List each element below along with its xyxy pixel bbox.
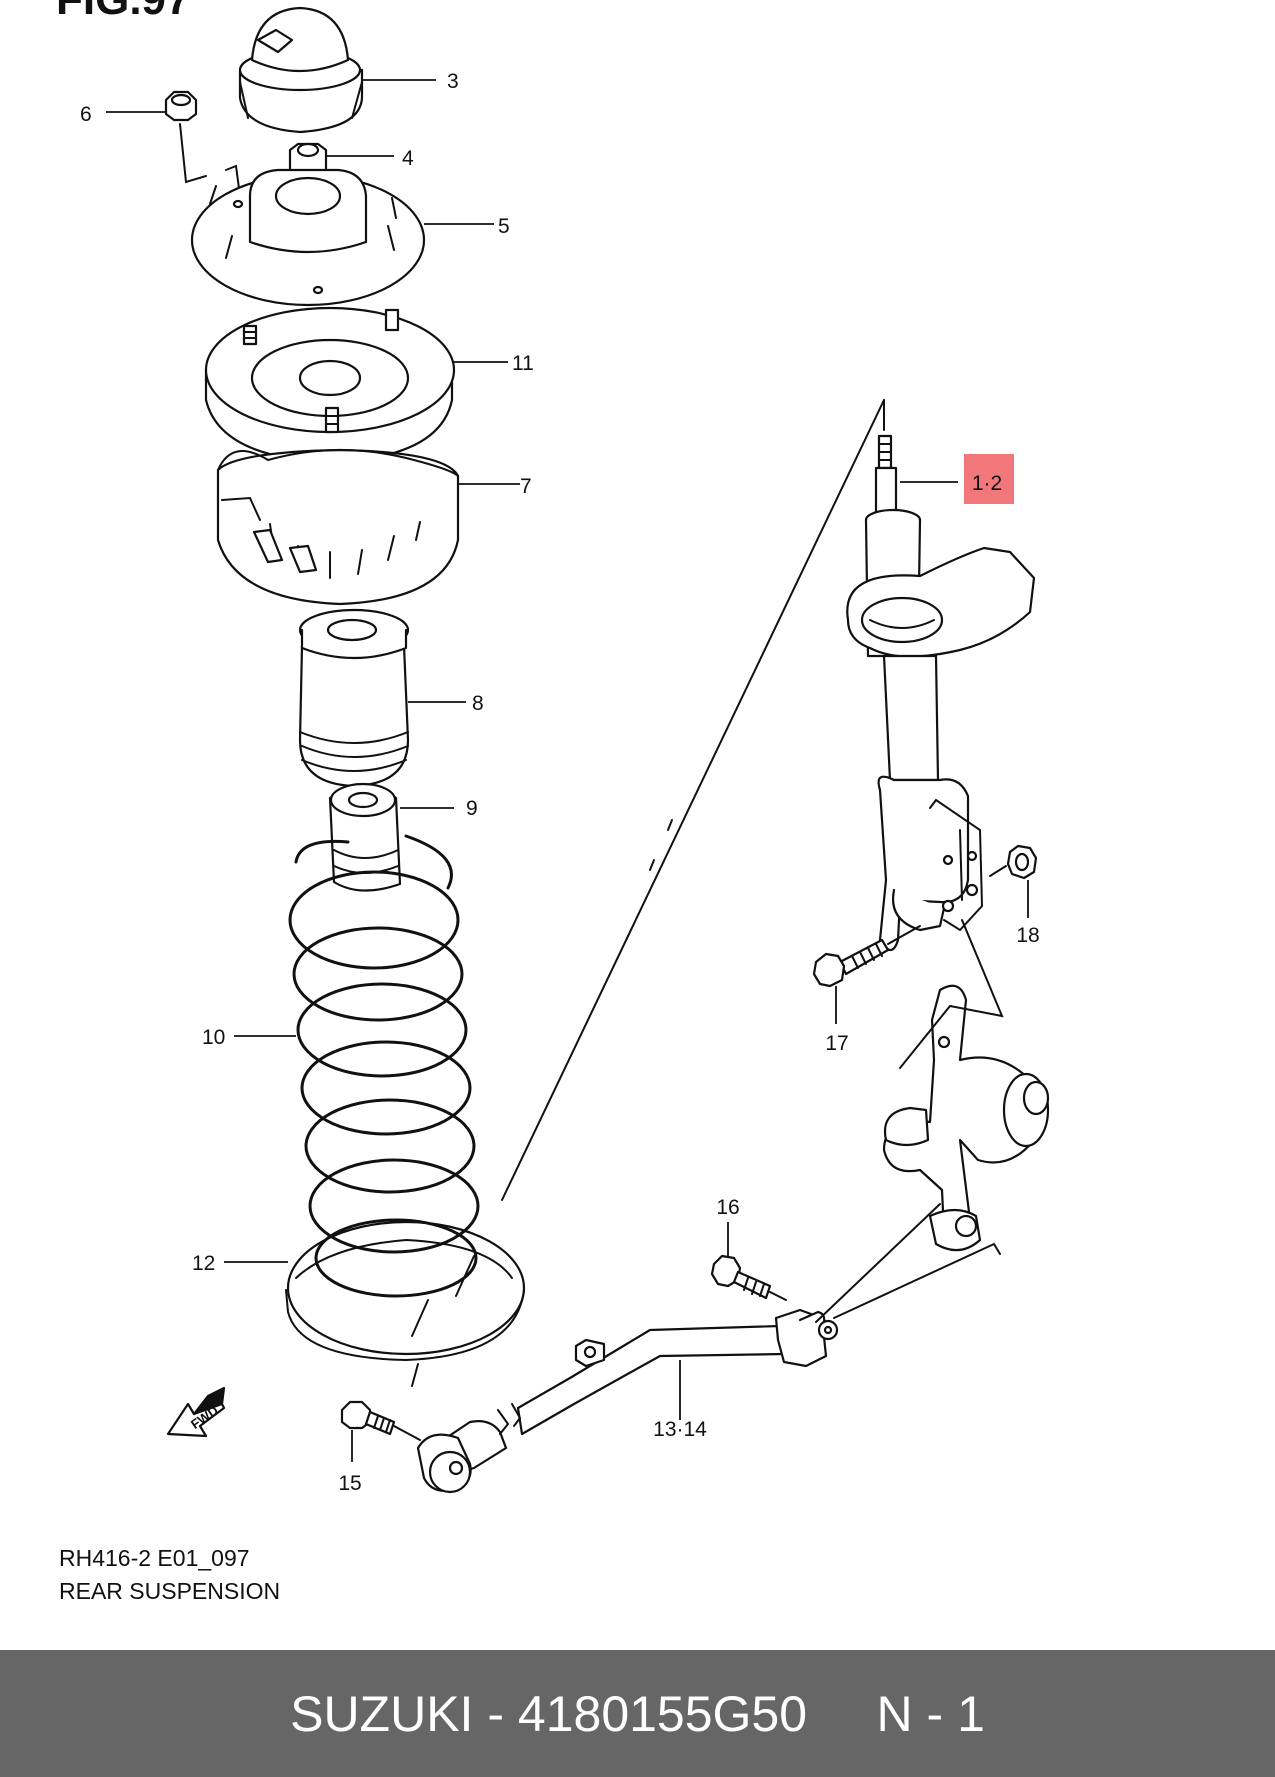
figure-title: FIG.97	[56, 0, 191, 24]
knuckle	[882, 984, 1050, 1252]
callout-highlight	[964, 454, 1014, 504]
callout-4: 4	[402, 147, 414, 170]
callout-10: 10	[202, 1026, 225, 1049]
part-12-lower-spring-seat	[285, 1220, 526, 1362]
part-11-lower-plate	[204, 306, 456, 464]
figure-code: RH416-2 E01_097	[59, 1545, 250, 1571]
callout-8: 8	[472, 692, 484, 715]
figure-name: REAR SUSPENSION	[59, 1578, 281, 1604]
callout-17: 17	[825, 1032, 848, 1055]
part-17-bolt	[812, 925, 921, 988]
callout-5: 5	[498, 215, 510, 238]
part-18-nut	[989, 844, 1038, 880]
callout-7: 7	[520, 475, 532, 498]
callout-15: 15	[338, 1472, 361, 1495]
callout-13-14: 13·14	[653, 1418, 707, 1441]
callout-numbers: 1·2 3 4 5 6 7 8 9 10 11 12 13·14 15 16 1…	[80, 70, 1040, 1495]
part-5-upper-plate	[190, 168, 426, 307]
fwd-arrow-icon: FWD	[166, 1386, 226, 1438]
part-9-rubber-stop	[328, 782, 402, 892]
part-15-bolt	[340, 1400, 421, 1441]
part-13-14-lateral-rod	[432, 1308, 839, 1472]
callout-3: 3	[447, 70, 459, 93]
part-3-mount-cap	[238, 6, 364, 134]
part-7-spring-seat-insulator	[216, 448, 460, 606]
part-6-nut	[164, 90, 241, 197]
part-1-2-strut-assembly	[846, 434, 1036, 952]
part-10-coil-spring	[288, 834, 480, 1298]
callout-18: 18	[1016, 924, 1039, 947]
callout-6: 6	[80, 103, 92, 126]
callout-16: 16	[716, 1196, 739, 1219]
part-16-bolt	[710, 1254, 787, 1301]
callout-9: 9	[466, 797, 478, 820]
footer-gap	[807, 1685, 876, 1743]
part-footer-banner: SUZUKI - 4180155G50 N - 1	[0, 1650, 1275, 1777]
callout-leaders	[106, 79, 1029, 1462]
assembly-guide-lines	[411, 399, 1004, 1387]
exploded-parts-diagram: FIG.97	[56, 0, 1050, 1495]
footer-part-number: 4180155G50	[517, 1685, 808, 1742]
lateral-rod-bushing	[416, 1433, 472, 1494]
part-8-bump-stopper	[298, 608, 410, 788]
footer-quantity: N - 1	[876, 1685, 985, 1742]
callout-11: 11	[512, 352, 534, 375]
footer-separator: -	[473, 1685, 518, 1742]
callout-12: 12	[192, 1252, 215, 1275]
callout-1-2: 1·2	[972, 472, 1002, 495]
footer-brand: SUZUKI	[290, 1685, 474, 1742]
